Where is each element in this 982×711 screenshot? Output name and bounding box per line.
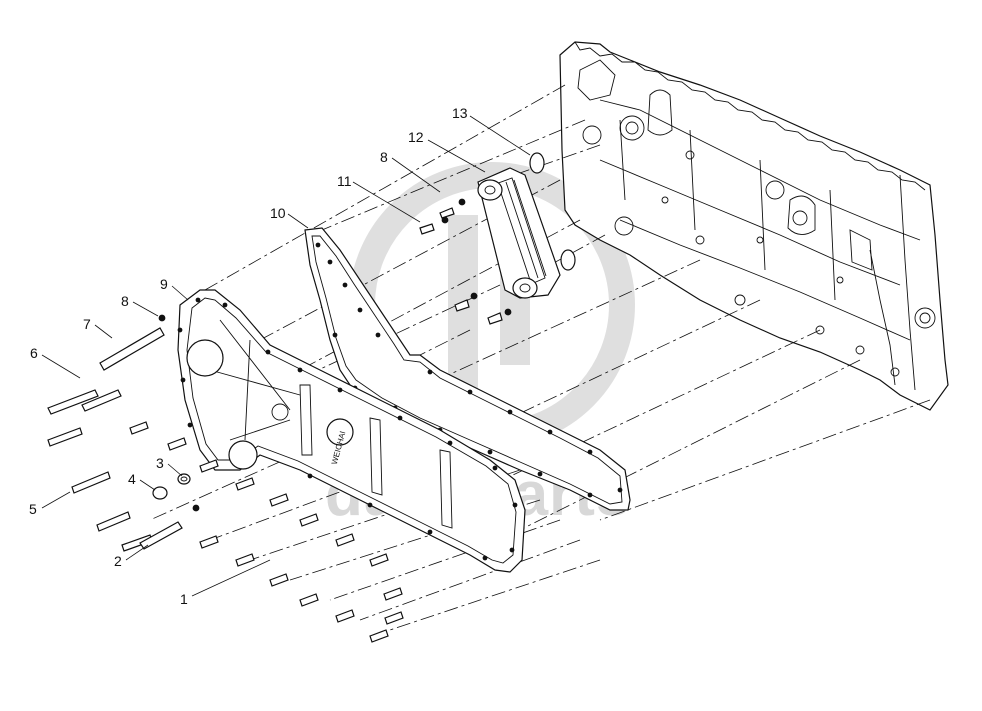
callout-9: 9 — [160, 276, 168, 292]
cover-plate: WEICHAI — [177, 289, 526, 573]
callout-8: 8 — [121, 293, 129, 309]
callout-6: 6 — [30, 345, 38, 361]
callout-7: 7 — [83, 316, 91, 332]
callout-12: 12 — [408, 129, 424, 145]
callout-4: 4 — [128, 471, 136, 487]
oil-cooler — [477, 167, 561, 299]
callout-10: 10 — [270, 205, 286, 221]
callout-13: 13 — [452, 105, 468, 121]
o-rings — [529, 152, 576, 271]
cooler-fasteners — [419, 198, 512, 325]
fasteners — [47, 314, 404, 643]
callout-11: 11 — [337, 173, 352, 189]
callout-5: 5 — [29, 501, 37, 517]
engine-block — [559, 41, 949, 411]
leader-lines — [41, 115, 531, 597]
callout-1: 1 — [180, 591, 188, 607]
callout-labels: 1 2 3 4 5 6 7 8 9 10 11 12 13 8 — [29, 105, 468, 607]
callout-3: 3 — [156, 455, 164, 471]
callout-2: 2 — [114, 553, 122, 569]
callout-8-upper: 8 — [380, 149, 388, 165]
